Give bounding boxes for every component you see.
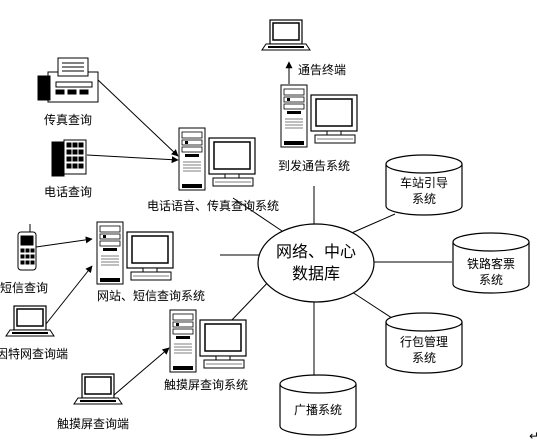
arrow-phone xyxy=(86,154,179,164)
phone-query-label: 电话查询 xyxy=(44,185,92,199)
mobile-phone-icon xyxy=(17,224,37,271)
fax-query-label: 传真查询 xyxy=(44,112,92,127)
arrow-sms xyxy=(35,236,93,248)
arrow-touch xyxy=(113,347,170,396)
touch-system-label: 触摸屏查询系统 xyxy=(164,378,248,392)
touch-terminal-laptop-icon xyxy=(73,373,123,405)
touch-terminal-label: 触摸屏查询端 xyxy=(57,417,129,431)
web-sms-system-computer-icon xyxy=(96,221,174,285)
notice-terminal-label: 通告终端 xyxy=(298,62,346,77)
station-guide-line-1: 车站引导 xyxy=(400,175,448,190)
railway-ticket-line-1: 铁路客票 xyxy=(467,256,515,271)
station-guide-line-2: 系统 xyxy=(412,192,436,206)
railway-ticket-line-2: 系统 xyxy=(479,273,503,287)
arrival-system-label: 到发通告系统 xyxy=(278,158,350,173)
station-guide-database: 车站引导 系统 xyxy=(385,154,463,216)
baggage-line-2: 系统 xyxy=(412,351,436,365)
internet-terminal-label: 因特网查询端 xyxy=(0,346,68,361)
fax-machine-icon xyxy=(37,57,99,103)
internet-terminal-laptop-icon xyxy=(5,305,55,337)
hub-line-1: 网络、中心 xyxy=(276,242,356,261)
broadcast-line-1: 广播系统 xyxy=(294,403,342,417)
baggage-database: 行包管理 系统 xyxy=(385,312,463,374)
corner-mark: ↵ xyxy=(529,429,537,443)
connection-lines xyxy=(35,61,452,396)
voice-fax-system-computer-icon xyxy=(178,127,256,191)
broadcast-database: 广播系统 xyxy=(279,374,357,436)
link-voice-fax-system xyxy=(232,197,286,234)
voice-fax-system-label: 电话语音、传真查询系统 xyxy=(147,198,279,213)
railway-ticket-database: 铁路客票 系统 xyxy=(452,232,530,294)
web-sms-system-label: 网站、短信查询系统 xyxy=(97,289,205,303)
sms-query-label: 短信查询 xyxy=(0,281,48,295)
link-station-guide xyxy=(346,213,396,236)
link-baggage xyxy=(345,287,399,323)
arrival-system-computer-icon xyxy=(280,84,358,148)
baggage-line-1: 行包管理 xyxy=(400,334,448,349)
arrow-internet xyxy=(45,265,93,325)
notice-terminal-laptop-icon xyxy=(261,19,311,51)
central-database-hub: 网络、中心 数据库 xyxy=(257,223,375,303)
touch-system-computer-icon xyxy=(169,309,247,373)
arrow-fax xyxy=(96,78,179,157)
telephone-icon xyxy=(51,139,87,177)
hub-line-2: 数据库 xyxy=(292,264,340,283)
